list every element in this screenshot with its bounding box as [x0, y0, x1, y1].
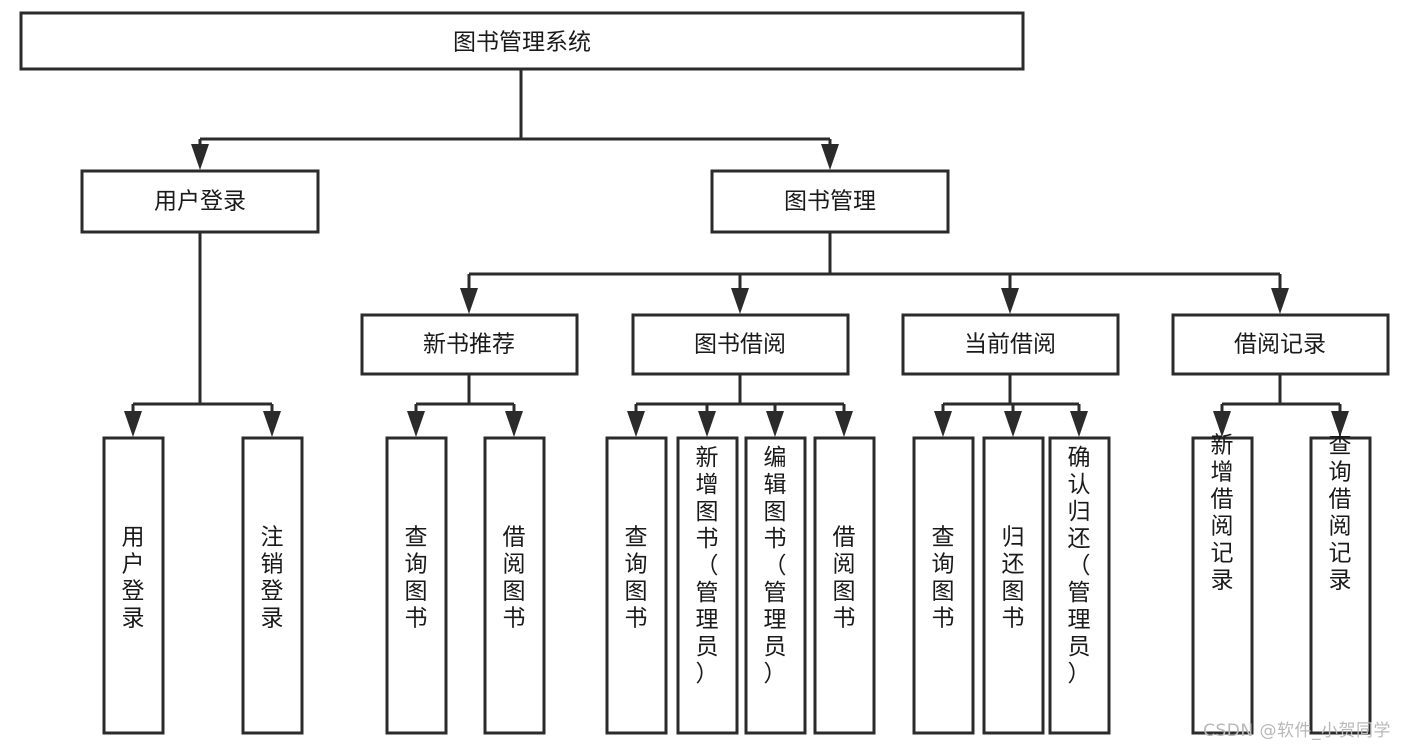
arrow-currentborrow-leaf1 [934, 411, 952, 437]
node-leaf-return-book-label: 归还图书 [1002, 525, 1025, 632]
node-book-manage[interactable]: 图书管理 [710, 169, 950, 234]
node-leaf-user-login-box[interactable] [102, 436, 165, 735]
node-leaf-return-book-box[interactable] [982, 436, 1045, 735]
node-root-box[interactable] [19, 11, 1025, 71]
connector-group-borrow-record [1213, 374, 1349, 437]
node-leaf-logout-box[interactable] [241, 436, 304, 735]
node-leaf-query-book-3-label: 查询图书 [932, 525, 955, 632]
arrow-currentborrow-leaf3 [1070, 411, 1088, 437]
node-leaf-add-book-label: 新增图书（管理员） [696, 445, 719, 687]
node-leaf-confirm-return-box[interactable] [1048, 436, 1111, 735]
node-leaf-borrow-book-1-box[interactable] [483, 436, 546, 735]
node-borrow-record[interactable]: 借阅记录 [1171, 313, 1390, 376]
node-user-login-box[interactable] [80, 169, 320, 234]
node-leaf-query-record[interactable]: 查询借阅记录 [1309, 433, 1372, 735]
arrow-root-to-userlogin [191, 144, 209, 170]
node-leaf-query-book-1-box[interactable] [385, 436, 448, 735]
arrow-newbook-leaf1 [407, 411, 425, 437]
connector-group-book-manage [460, 232, 1289, 314]
node-leaf-borrow-book-2-label: 借阅图书 [833, 525, 856, 632]
arrow-bookborrow-leaf3 [766, 411, 784, 437]
node-current-borrow[interactable]: 当前借阅 [901, 313, 1120, 376]
node-current-borrow-box[interactable] [901, 313, 1120, 376]
node-book-borrow-label: 图书借阅 [694, 332, 786, 358]
node-root-label: 图书管理系统 [453, 30, 591, 56]
node-leaf-user-login-label: 用户登录 [122, 525, 145, 632]
node-leaf-edit-book[interactable]: 编辑图书（管理员） [744, 436, 807, 735]
arrow-bookborrow-leaf2 [698, 411, 716, 437]
connector-group-book-borrow [627, 374, 853, 437]
arrow-borrowrecord-leaf1 [1213, 411, 1231, 437]
arrow-bookborrow-leaf1 [627, 411, 645, 437]
node-leaf-logout[interactable]: 注销登录 [241, 436, 304, 735]
node-book-borrow[interactable]: 图书借阅 [631, 313, 850, 376]
node-leaf-query-book-2-box[interactable] [605, 436, 668, 735]
node-leaf-logout-label: 注销登录 [261, 525, 284, 632]
node-leaf-add-book-box[interactable] [676, 436, 739, 735]
node-leaf-add-book[interactable]: 新增图书（管理员） [676, 436, 739, 735]
node-leaf-return-book[interactable]: 归还图书 [982, 436, 1045, 735]
node-leaf-user-login[interactable]: 用户登录 [102, 436, 165, 735]
node-leaf-add-record-box[interactable] [1191, 436, 1254, 735]
arrow-root-to-bookmanage [821, 144, 839, 170]
node-leaf-query-book-2-label: 查询图书 [625, 525, 648, 632]
node-book-manage-box[interactable] [710, 169, 950, 234]
node-leaf-query-book-1[interactable]: 查询图书 [385, 436, 448, 735]
arrow-borrowrecord-leaf2 [1331, 411, 1349, 437]
node-current-borrow-label: 当前借阅 [964, 332, 1056, 358]
arrow-userlogin-leaf1 [124, 411, 142, 437]
node-book-manage-label: 图书管理 [784, 189, 876, 215]
node-leaf-query-book-2[interactable]: 查询图书 [605, 436, 668, 735]
node-leaf-query-record-box[interactable] [1309, 436, 1372, 735]
node-leaf-borrow-book-2[interactable]: 借阅图书 [813, 436, 876, 735]
arrow-bm-to-bookborrow [731, 288, 749, 314]
node-user-login[interactable]: 用户登录 [80, 169, 320, 234]
node-user-login-label: 用户登录 [154, 189, 246, 215]
node-leaf-borrow-book-1[interactable]: 借阅图书 [483, 436, 546, 735]
arrow-bookborrow-leaf4 [835, 411, 853, 437]
connector-group-current-borrow [934, 374, 1088, 437]
node-new-book-rec-box[interactable] [360, 313, 579, 376]
connector-group-root [191, 69, 839, 170]
node-book-borrow-box[interactable] [631, 313, 850, 376]
node-new-book-rec[interactable]: 新书推荐 [360, 313, 579, 376]
arrow-newbook-leaf2 [505, 411, 523, 437]
node-leaf-confirm-return[interactable]: 确认归还（管理员） [1048, 436, 1111, 735]
node-leaf-add-record[interactable]: 新增借阅记录 [1191, 433, 1254, 735]
node-root[interactable]: 图书管理系统 [19, 11, 1025, 71]
node-leaf-query-record-label: 查询借阅记录 [1329, 433, 1352, 594]
node-leaf-edit-book-box[interactable] [744, 436, 807, 735]
node-borrow-record-box[interactable] [1171, 313, 1390, 376]
arrow-userlogin-leaf2 [263, 411, 281, 437]
node-leaf-edit-book-label: 编辑图书（管理员） [764, 445, 787, 687]
connector-group-user-login [124, 232, 281, 437]
arrow-currentborrow-leaf2 [1004, 411, 1022, 437]
node-borrow-record-label: 借阅记录 [1234, 332, 1326, 358]
connector-group-new-book-rec [407, 374, 523, 437]
arrow-bm-to-borrowrecord [1271, 288, 1289, 314]
arrow-bm-to-newbook [460, 288, 478, 314]
node-leaf-query-book-1-label: 查询图书 [405, 525, 428, 632]
node-leaf-add-record-label: 新增借阅记录 [1211, 433, 1234, 594]
node-leaf-confirm-return-label: 确认归还（管理员） [1068, 445, 1091, 687]
arrow-bm-to-currentborrow [1001, 288, 1019, 314]
node-leaf-query-book-3[interactable]: 查询图书 [912, 436, 975, 735]
node-new-book-rec-label: 新书推荐 [423, 332, 515, 358]
node-leaf-query-book-3-box[interactable] [912, 436, 975, 735]
node-leaf-borrow-book-2-box[interactable] [813, 436, 876, 735]
node-leaf-borrow-book-1-label: 借阅图书 [503, 525, 526, 632]
